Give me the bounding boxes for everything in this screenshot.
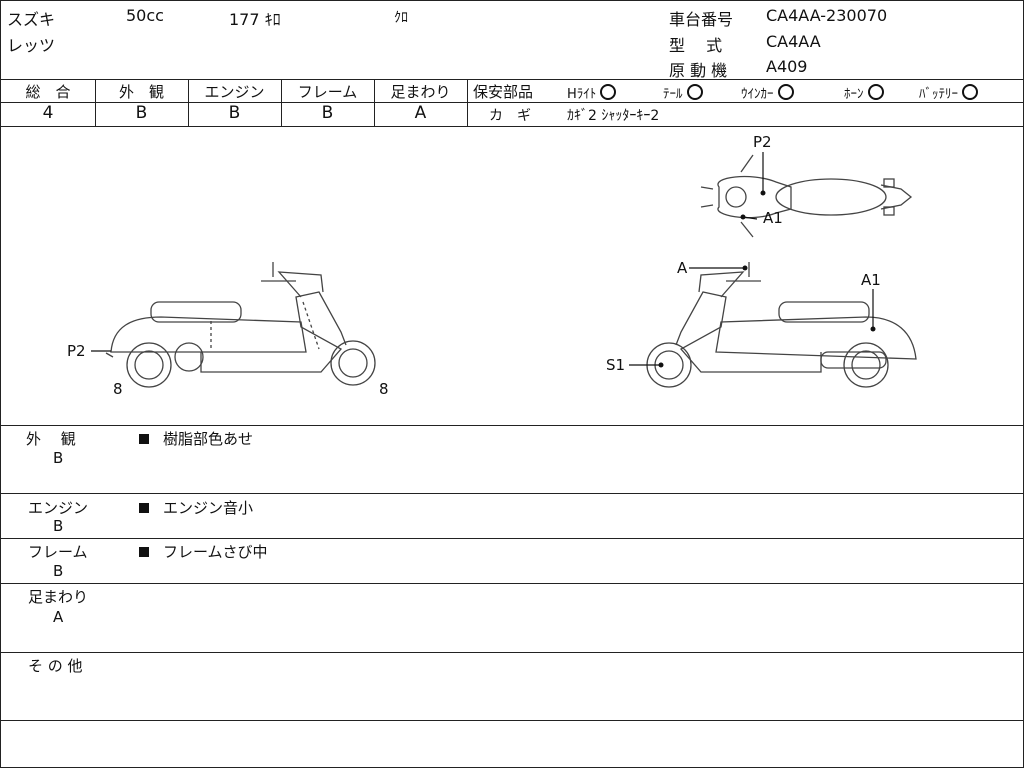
divider (95, 79, 96, 126)
safety-item-label: ﾎｰﾝ (844, 87, 864, 102)
label-left-p2: P2 (67, 342, 86, 360)
detail-note-frame: フレームさび中 (139, 541, 268, 562)
grade-value-engine: B (228, 103, 241, 123)
divider (1, 79, 1023, 80)
divider (1, 652, 1023, 653)
detail-note-text: フレームさび中 (163, 543, 268, 561)
damage-points (658, 190, 876, 368)
frame-no-value: CA4AA-230070 (766, 6, 888, 25)
label-side-a: A (677, 259, 688, 277)
key-value: ｶｷﾞ2 ｼｬｯﾀｰｷｰ2 (567, 108, 660, 124)
detail-grade-frame: B (53, 562, 64, 580)
safety-item-horn: ﾎｰﾝ (844, 83, 884, 102)
divider (374, 79, 375, 126)
divider (1, 126, 1023, 127)
bullet-square-icon (139, 547, 149, 557)
engine-value: A409 (766, 57, 808, 76)
divider (1, 493, 1023, 494)
mileage: 177 ｷﾛ (229, 10, 281, 29)
grade-label-engine: エンジン (204, 83, 265, 101)
ok-circle-icon (777, 84, 794, 100)
divider (188, 79, 189, 126)
ok-circle-icon (686, 84, 703, 100)
detail-label-other: そ の 他 (28, 657, 83, 675)
divider (1, 720, 1023, 721)
safety-parts-label: 保安部品 (473, 83, 534, 101)
leader-lines (91, 152, 874, 366)
divider (1, 538, 1023, 539)
scooter-right-side-view (646, 262, 917, 388)
label-side-a1: A1 (861, 271, 881, 289)
type-label: 型 式 (669, 36, 723, 55)
grade-label-overall: 総 合 (25, 83, 71, 101)
detail-note-appearance: 樹脂部色あせ (139, 428, 253, 449)
safety-item-label: Hﾗｲﾄ (567, 87, 597, 102)
divider (467, 79, 468, 126)
divider (1, 425, 1023, 426)
detail-note-text: 樹脂部色あせ (163, 430, 254, 448)
diagram-labels: P2 8 8 P2 A1 A A1 S1 (67, 133, 881, 398)
frame-no-label: 車台番号 (669, 10, 734, 29)
detail-note-text: エンジン音小 (163, 499, 254, 517)
detail-label-frame: フレーム (28, 543, 88, 561)
detail-note-engine: エンジン音小 (139, 497, 253, 518)
grade-value-suspension: A (414, 103, 427, 123)
displacement: 50cc (126, 6, 164, 25)
maker-name: スズキ (7, 10, 56, 29)
key-label: カ ギ (489, 108, 531, 124)
safety-item-label: ﾊﾞｯﾃﾘｰ (919, 87, 958, 102)
scooter-top-view (700, 154, 913, 238)
detail-grade-appearance: B (53, 449, 64, 467)
ok-circle-icon (962, 84, 978, 100)
damage-diagram: P2 8 8 P2 A1 A A1 S1 (67, 133, 917, 398)
detail-grade-engine: B (53, 517, 64, 535)
ok-circle-icon (867, 84, 884, 100)
scooter-left-side-view (105, 262, 376, 388)
label-top-a1: A1 (763, 209, 783, 227)
bullet-square-icon (139, 503, 149, 513)
detail-label-suspension: 足まわり (28, 588, 89, 606)
detail-label-appearance: 外 観 (26, 430, 76, 448)
label-left-8-front: 8 (379, 380, 389, 398)
grade-label-frame: フレーム (297, 83, 358, 101)
safety-item-winker: ｳｲﾝｶｰ (741, 83, 794, 102)
label-side-s1: S1 (606, 356, 625, 374)
label-left-8-rear: 8 (113, 380, 123, 398)
detail-grade-suspension: A (53, 608, 64, 626)
grade-value-appearance: B (135, 103, 148, 123)
grade-label-suspension: 足まわり (390, 83, 451, 101)
grade-value-frame: B (321, 103, 334, 123)
detail-label-engine: エンジン (28, 499, 89, 517)
safety-item-battery: ﾊﾞｯﾃﾘｰ (919, 83, 978, 102)
engine-label: 原 動 機 (669, 61, 728, 80)
model-name: レッツ (7, 36, 56, 55)
bullet-square-icon (139, 434, 149, 444)
type-value: CA4AA (766, 32, 821, 51)
safety-item-label: ﾃｰﾙ (663, 87, 683, 102)
grade-label-appearance: 外 観 (118, 83, 164, 101)
safety-item-label: ｳｲﾝｶｰ (741, 87, 774, 102)
divider (1, 583, 1023, 584)
label-top-p2: P2 (753, 133, 772, 151)
safety-item-headlight: Hﾗｲﾄ (567, 83, 617, 102)
ok-circle-icon (600, 84, 617, 100)
divider (1, 102, 468, 103)
grade-value-overall: 4 (42, 103, 54, 123)
safety-item-tail: ﾃｰﾙ (663, 83, 703, 102)
divider (468, 102, 1023, 103)
divider (281, 79, 282, 126)
vehicle-color: ｸﾛ (394, 10, 408, 26)
